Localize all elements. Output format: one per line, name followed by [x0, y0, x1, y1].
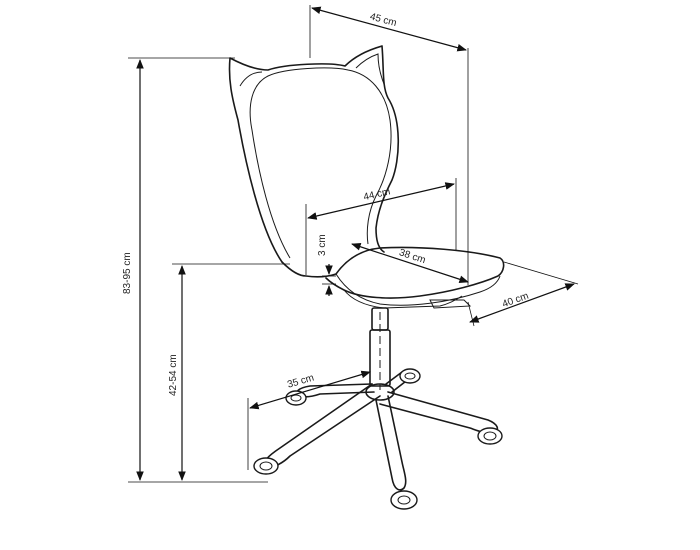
seat-thickness-label: 3 cm	[317, 234, 328, 256]
base-leg-front-left	[264, 383, 381, 468]
seat-cushion-edge	[335, 273, 501, 306]
seat-height-label: 42-54 cm	[168, 354, 179, 396]
caster-back-right	[399, 368, 421, 384]
caster-left	[253, 457, 279, 475]
dimension-height-total: 83-95 cm	[122, 57, 268, 483]
caster-back-left	[285, 390, 307, 406]
dimension-depth-total: 40 cm	[467, 261, 579, 327]
dimension-width-top: 45 cm	[309, 5, 469, 285]
caster-front	[390, 490, 418, 510]
dimension-seat-width: 44 cm	[305, 178, 457, 275]
base-leg-front	[375, 395, 407, 491]
backrest-panel	[249, 67, 392, 259]
base-leg-front-right	[379, 391, 499, 434]
seat-mechanism	[429, 299, 472, 309]
backrest-outline	[228, 45, 400, 263]
width-top-label: 45 cm	[369, 11, 398, 29]
chair-illustration	[228, 45, 505, 510]
depth-total-label: 40 cm	[501, 291, 530, 311]
height-total-label: 83-95 cm	[122, 252, 133, 294]
left-ear-detail	[239, 71, 263, 87]
dimension-seat-thickness: 3 cm	[317, 234, 336, 296]
right-ear-detail	[355, 53, 385, 85]
caster-right	[477, 427, 503, 445]
dimension-seat-height: 42-54 cm	[168, 263, 290, 481]
seat-outline	[281, 246, 505, 299]
seat-width-label: 44 cm	[362, 186, 391, 203]
